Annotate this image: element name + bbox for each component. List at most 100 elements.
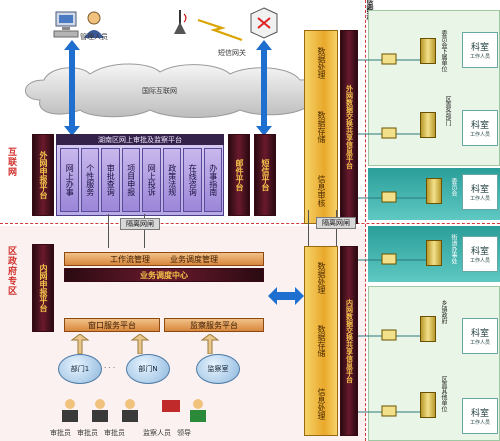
- gold-bottom-item: 信息处理: [317, 387, 326, 420]
- dispatch-label: 业务调度管理: [170, 254, 218, 264]
- platform-column-label: 在线咨询: [188, 164, 198, 196]
- business-center-bar: 业务调度中心: [64, 268, 264, 282]
- approver-label: 审批员: [104, 429, 125, 437]
- side-label-1: 委员会下属单位: [440, 30, 447, 72]
- platform-columns: 网上办事 个性服务 审批查询 项目申报 网上投诉 政策法规 在线咨询 办事指南: [60, 148, 222, 212]
- gold-top-item: 数据存储: [317, 111, 326, 143]
- isolation-gate-left: 隔离网闸: [120, 218, 160, 230]
- right-connectors: [358, 53, 426, 417]
- platform-column[interactable]: 政策法规: [162, 148, 181, 212]
- platform-column-label: 办事指南: [208, 164, 218, 196]
- keshi-box: 科室 工作人员: [462, 398, 498, 434]
- gold-top-column: 数据处理 数据存储 信息审核: [304, 30, 338, 224]
- platform-title: 湖南区网上审批及监察平台: [56, 134, 224, 145]
- gold-top-item: 数据处理: [317, 47, 326, 79]
- keshi-box: 科室 工作人员: [462, 318, 498, 354]
- keshi-sub-label: 工作人员: [469, 196, 490, 202]
- up-down-arrow-left: [64, 40, 80, 136]
- keshi-sub-label: 工作人员: [469, 54, 490, 60]
- platform-column[interactable]: 个性服务: [80, 148, 99, 212]
- antenna-icon: [174, 10, 187, 34]
- business-center-label: 业务调度中心: [140, 270, 188, 280]
- keshi-box: 科室 工作人员: [462, 32, 498, 68]
- window-service-label: 窗口服务平台: [88, 320, 136, 330]
- server-icon: [420, 316, 436, 342]
- nodes-ellipsis: · · ·: [104, 364, 116, 372]
- gate-line-left: [108, 214, 109, 248]
- keshi-sub-label: 工作人员: [469, 420, 490, 426]
- keshi-label: 科室: [470, 121, 489, 131]
- keshi-label: 科室: [470, 329, 489, 339]
- workflow-label: 工作流管理: [110, 254, 150, 264]
- keshi-box: 科室 工作人员: [462, 236, 498, 272]
- keshi-sub-label: 工作人员: [469, 258, 490, 264]
- gov-zone-label: 区政府专区: [6, 246, 16, 296]
- gold-bottom-item: 数据处理: [317, 262, 326, 295]
- computer-icon: [53, 11, 104, 38]
- side-label-4: 街道办事处: [450, 234, 457, 264]
- workflow-bar: 工作流管理 业务调度管理: [64, 252, 264, 266]
- keshi-label: 科室: [470, 43, 489, 53]
- side-label-5: 乡镇政府: [440, 300, 447, 324]
- gateway-label: 短信网关: [218, 49, 246, 57]
- platform-column[interactable]: 项目申报: [121, 148, 140, 212]
- server-icon: [426, 178, 442, 204]
- node-arrows: [70, 334, 220, 354]
- up-down-arrow-right: [256, 40, 272, 136]
- keshi-label: 科室: [470, 409, 489, 419]
- inner-declaration-label: 内网申报平台: [39, 264, 48, 312]
- keshi-label: 科室: [470, 247, 489, 257]
- right-divider: [365, 0, 366, 441]
- deptN-node[interactable]: 部门N: [126, 354, 170, 384]
- inner-declaration-bar: 内网申报平台: [32, 244, 54, 332]
- cloud-label: 国际互联网: [142, 87, 177, 95]
- side-label-3: 委员会: [450, 178, 457, 196]
- approver-label: 审批员: [50, 429, 71, 437]
- supervision-node[interactable]: 监察室: [196, 354, 240, 384]
- gold-top-item: 信息审核: [317, 175, 326, 207]
- platform-column-label: 审批查询: [106, 164, 116, 196]
- platform-column-label: 项目申报: [126, 164, 136, 196]
- gold-bottom-item: 数据存储: [317, 324, 326, 357]
- isolation-gate-right: 隔离网闸: [316, 217, 356, 229]
- operator-label: 管理人员: [80, 33, 108, 41]
- inner-exchange-bar: 内网数据交换共享信息平台: [340, 246, 358, 436]
- outer-exchange-label: 外网数据交换共享信息平台: [345, 85, 354, 169]
- platform-column-label: 网上办事: [65, 164, 75, 196]
- inner-exchange-label: 内网数据交换共享信息平台: [345, 299, 354, 383]
- supervision-service-label: 监察服务平台: [190, 320, 238, 330]
- dept1-node[interactable]: 部门1: [58, 354, 102, 384]
- bottom-people-labels: 审批员 审批员 审批员 监察人员 领导: [50, 428, 280, 438]
- window-service-bar: 窗口服务平台: [64, 318, 160, 332]
- platform-column[interactable]: 网上投诉: [142, 148, 161, 212]
- server-icon: [426, 240, 442, 266]
- bottom-people-icons: [62, 399, 206, 422]
- server-icon: [420, 112, 436, 138]
- keshi-label: 科室: [470, 185, 489, 195]
- platform-column-label: 政策法规: [167, 164, 177, 196]
- platform-column[interactable]: 在线咨询: [183, 148, 202, 212]
- outer-declaration-bar: 外网申报平台: [32, 134, 54, 216]
- supervision-service-bar: 监察服务平台: [164, 318, 264, 332]
- lightning-icon: [197, 18, 243, 42]
- platform-column[interactable]: 办事指南: [203, 148, 222, 212]
- platform-column[interactable]: 审批查询: [101, 148, 120, 212]
- gate-line-left-2: [144, 214, 145, 248]
- zone-divider: [0, 223, 500, 224]
- mail-platform-bar[interactable]: 邮件平台: [228, 134, 250, 216]
- server-icon: [420, 392, 436, 418]
- leader-label: 领导: [177, 429, 191, 437]
- server-icon: [420, 38, 436, 64]
- keshi-sub-label: 工作人员: [469, 340, 490, 346]
- keshi-box: 科室 工作人员: [462, 110, 498, 146]
- outer-exchange-bar: 外网数据交换共享信息平台: [340, 30, 358, 224]
- approver-label: 审批员: [77, 429, 98, 437]
- side-label-6: 区直其他单位: [440, 376, 447, 412]
- platform-column[interactable]: 网上办事: [60, 148, 79, 212]
- sms-platform-bar[interactable]: 短信平台: [254, 134, 276, 216]
- internet-zone-label: 互联网: [6, 147, 16, 177]
- mail-platform-label: 邮件平台: [235, 159, 244, 191]
- gateway-icon: [250, 7, 278, 39]
- platform-column-label: 网上投诉: [147, 164, 157, 196]
- keshi-box: 科室 工作人员: [462, 174, 498, 210]
